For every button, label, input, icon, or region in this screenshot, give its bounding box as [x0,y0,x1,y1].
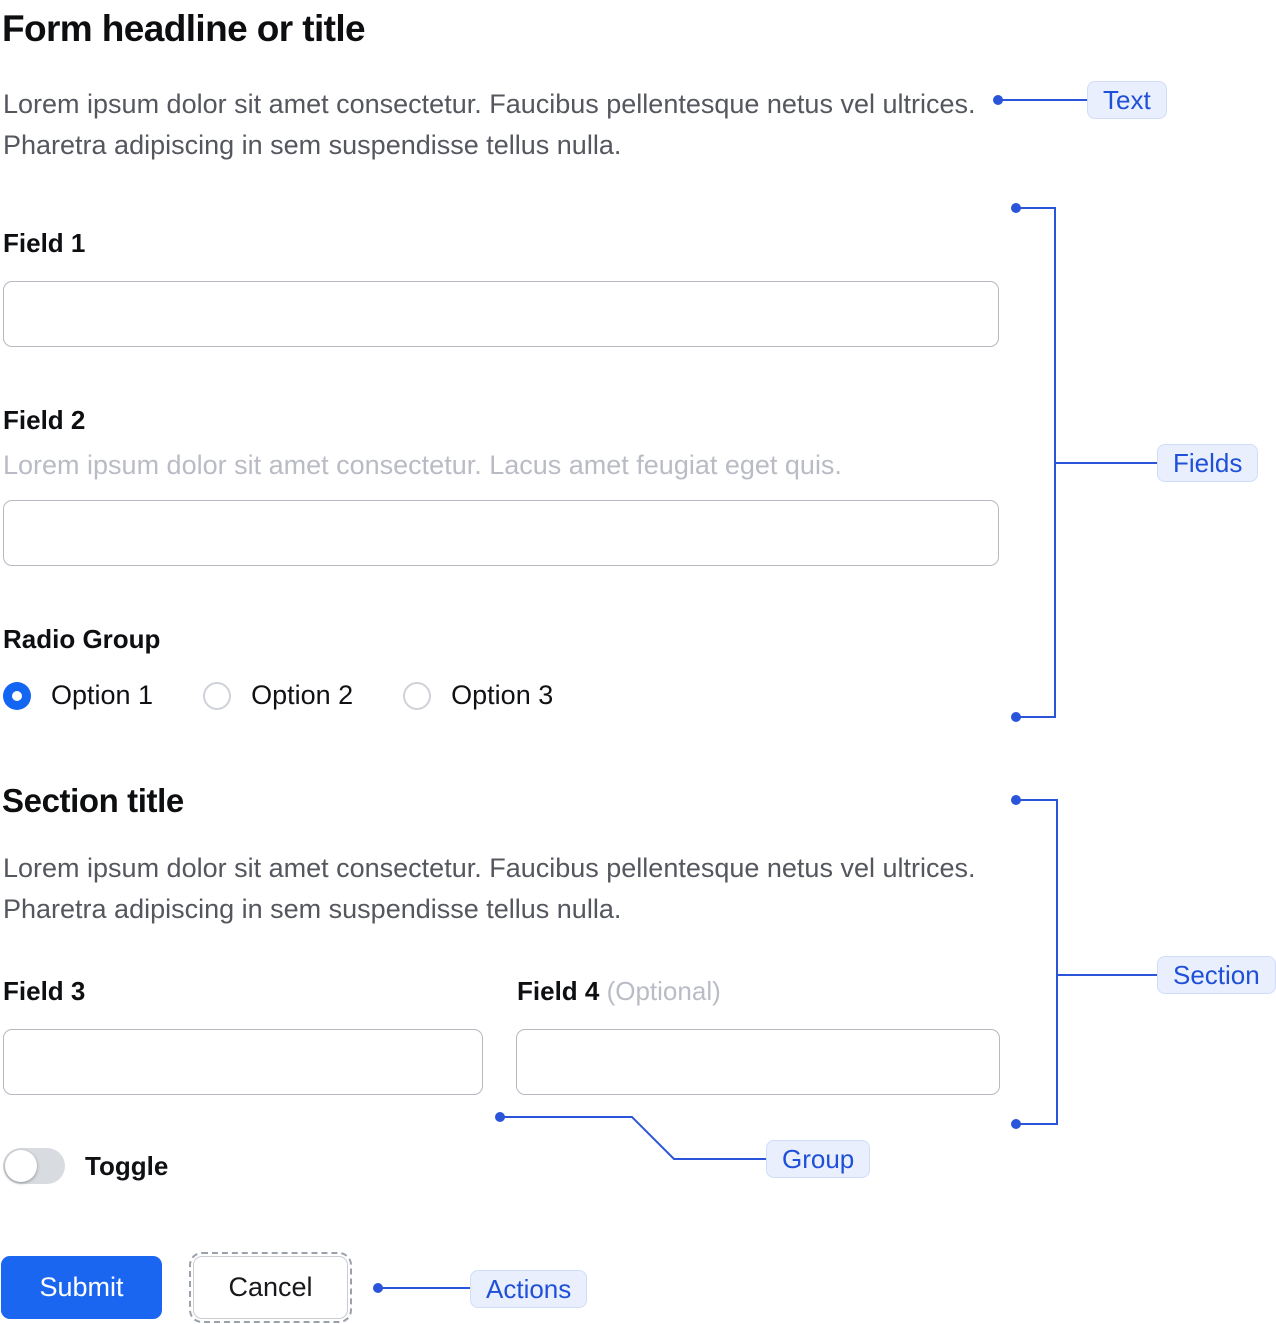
connector-bracket [1016,207,1056,718]
radio-option-2-label: Option 2 [251,680,354,710]
field3-label: Field 3 [3,976,86,1006]
field2-label: Field 2 [3,405,86,435]
annotation-fields-label: Fields [1157,444,1259,482]
connector-line [500,1116,766,1160]
radio-group-label: Radio Group [3,624,161,654]
radio-option-3-label: Option 3 [451,680,554,710]
field4-label: Field 4 (Optional) [517,976,721,1007]
connector-dot [993,95,1003,105]
page-title: Form headline or title [2,8,366,49]
toggle-knob[interactable] [5,1150,37,1182]
toggle-label: Toggle [85,1150,169,1181]
annotation-text-label: Text [1087,81,1167,119]
field4-label-text: Field 4 [517,976,600,1006]
radio-option-2[interactable]: Option 2 [203,680,353,711]
radio-group: Option 1 Option 2 Option 3 [3,680,553,711]
toggle-row: Toggle [3,1148,168,1184]
field2-input[interactable] [3,500,999,566]
field1-input[interactable] [3,281,999,347]
section-description: Lorem ipsum dolor sit amet consectetur. … [3,853,976,924]
connector-dot [373,1283,383,1293]
radio-unselected-icon[interactable] [203,681,232,710]
cancel-button[interactable]: Cancel [189,1252,352,1323]
connector-dot [1011,795,1021,805]
annotation-group-label: Group [766,1140,871,1178]
intro-text: Lorem ipsum dolor sit amet consectetur. … [3,89,976,160]
radio-option-3[interactable]: Option 3 [403,680,553,711]
connector-dot [1011,1119,1021,1129]
field3-input[interactable] [3,1029,483,1095]
radio-selected-icon[interactable] [3,681,31,710]
field4-optional-tag: (Optional) [606,976,721,1006]
connector-dot [495,1112,505,1122]
radio-option-1-label: Option 1 [51,680,154,710]
section-title: Section title [2,782,184,819]
radio-option-1[interactable]: Option 1 [3,680,153,711]
field1-label: Field 1 [3,228,86,258]
connector-dot [1011,203,1021,213]
field2-help-text: Lorem ipsum dolor sit amet consectetur. … [3,450,842,480]
connector-bracket [1016,799,1058,1125]
submit-button[interactable]: Submit [1,1256,162,1319]
radio-unselected-icon[interactable] [403,681,432,710]
connector-dot [1011,712,1021,722]
field4-input[interactable] [516,1029,1000,1095]
toggle-switch[interactable] [3,1148,65,1184]
annotation-section-label: Section [1157,956,1276,994]
annotation-actions-label: Actions [470,1270,588,1308]
